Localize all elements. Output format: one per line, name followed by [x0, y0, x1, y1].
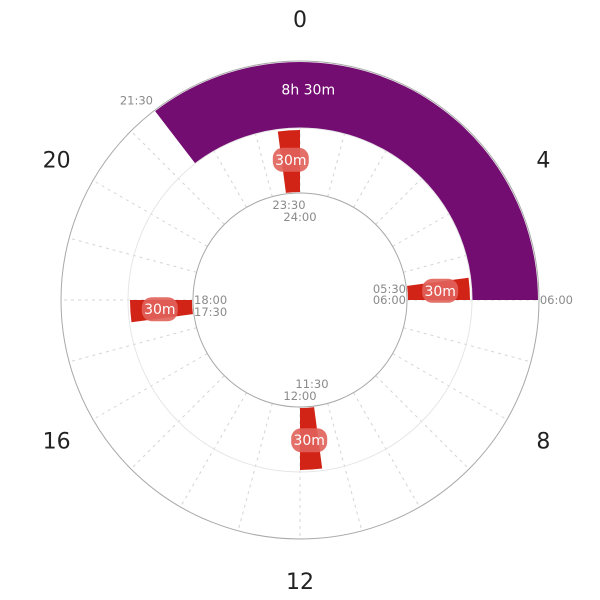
hour-tick-label: 0 — [293, 8, 307, 33]
radial-gridline — [130, 130, 225, 225]
radial-gridline — [130, 375, 225, 470]
hour-tick-label: 8 — [536, 430, 550, 455]
duration-badge — [422, 278, 459, 303]
activity-duration-label: 30m — [424, 284, 455, 300]
segment-end-time: 24:00 — [283, 210, 316, 224]
radial-gridline — [180, 392, 247, 508]
segment-start-time: 17:30 — [194, 305, 227, 319]
radial-gridline — [237, 403, 273, 531]
activity-duration-label: 30m — [275, 153, 306, 169]
duration-badge — [291, 428, 328, 453]
duration-badge — [141, 297, 178, 322]
hour-tick-label: 20 — [43, 149, 71, 174]
radial-gridline — [69, 237, 197, 273]
sleep-start-label: 21:30 — [120, 93, 153, 107]
activity-duration-label: 30m — [293, 433, 324, 449]
hour-tick-label: 12 — [286, 570, 314, 595]
inner-ring-segments — [130, 130, 470, 470]
segment-start-time: 11:30 — [295, 377, 328, 391]
radial-gridline — [353, 392, 420, 508]
outer-ring-segments — [155, 62, 538, 300]
sleep-segment — [155, 62, 538, 300]
activity-duration-label: 30m — [144, 302, 175, 318]
radial-gridline — [403, 327, 531, 363]
sleep-end-label: 06:00 — [540, 293, 573, 307]
sleep-duration-label: 8h 30m — [281, 83, 335, 99]
segment-end-time: 18:00 — [194, 293, 227, 307]
ring-circles — [60, 60, 540, 540]
segment-end-time: 12:00 — [283, 389, 316, 403]
radial-gridline — [375, 375, 470, 470]
inner-ring — [192, 192, 408, 408]
outer-ring — [60, 60, 540, 540]
radial-gridline — [69, 327, 197, 363]
segment-start-time: 05:30 — [373, 282, 406, 296]
hour-tick-label: 4 — [536, 149, 550, 174]
segment-start-time: 23:30 — [272, 198, 305, 212]
radial-gridline — [392, 353, 508, 420]
segment-end-time: 06:00 — [373, 293, 406, 307]
radial-gridline — [92, 353, 208, 420]
duration-badge — [272, 147, 309, 172]
radial-gridline — [327, 403, 363, 531]
hour-tick-label: 16 — [43, 430, 71, 455]
radial-gridline — [92, 180, 208, 247]
middle-ring — [127, 127, 473, 473]
